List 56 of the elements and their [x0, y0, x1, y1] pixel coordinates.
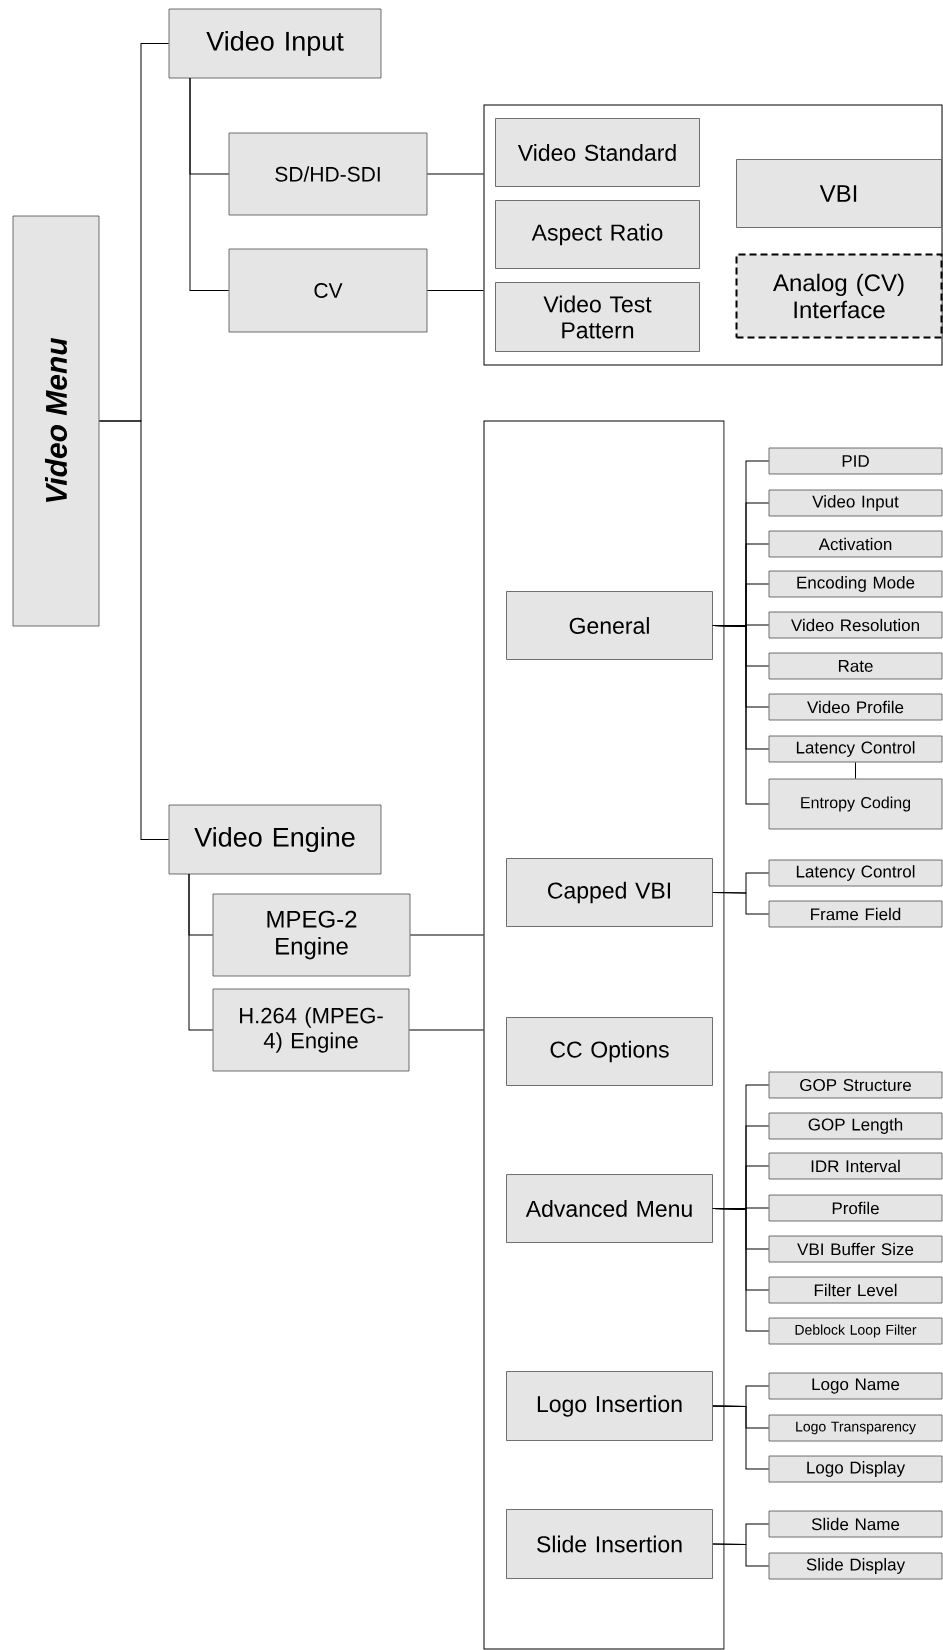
- connector-line: [712, 625, 770, 805]
- menu-box: Video Test Pattern: [495, 282, 700, 352]
- connector-line: [426, 290, 484, 291]
- menu-box: Video Resolution: [768, 611, 943, 639]
- menu-box: MPEG-2 Engine: [212, 893, 411, 977]
- menu-box: Logo Transparency: [768, 1414, 943, 1442]
- connector-line: [712, 1405, 770, 1470]
- menu-box: Encoding Mode: [768, 570, 943, 598]
- connector-line: [98, 420, 170, 840]
- menu-box: Video Engine: [168, 804, 382, 875]
- connector-line: [409, 934, 484, 936]
- menu-box: Frame Field: [768, 900, 943, 928]
- menu-box: Latency Control: [768, 735, 943, 763]
- connector-line: [855, 761, 856, 780]
- menu-box: Slide Display: [768, 1552, 943, 1580]
- menu-box: Slide Name: [768, 1510, 943, 1538]
- menu-box: PID: [768, 447, 943, 475]
- menu-box: Logo Name: [768, 1372, 943, 1400]
- connector-line: [712, 892, 770, 915]
- menu-box: Slide Insertion: [506, 1509, 713, 1579]
- connector-line: [408, 1029, 484, 1031]
- menu-box: Rate: [768, 652, 943, 680]
- connector-line: [188, 873, 214, 1031]
- connector-line: [189, 77, 230, 291]
- menu-box: Profile: [768, 1194, 943, 1222]
- menu-box: Capped VBI: [506, 858, 713, 927]
- menu-box: IDR Interval: [768, 1152, 943, 1180]
- menu-box: GOP Length: [768, 1112, 943, 1140]
- menu-box: Advanced Menu: [506, 1174, 713, 1243]
- menu-box: Video Input: [168, 8, 382, 79]
- menu-box: Video Menu: [12, 215, 100, 627]
- menu-box: H.264 (MPEG-4) Engine: [212, 988, 410, 1072]
- menu-box: CC Options: [506, 1017, 713, 1086]
- menu-box: Filter Level: [768, 1276, 943, 1304]
- menu-box: VBI: [736, 159, 942, 228]
- menu-box: Entropy Coding: [768, 778, 943, 830]
- menu-box: Deblock Loop Filter: [768, 1317, 943, 1345]
- menu-box: Logo Insertion: [506, 1371, 713, 1441]
- menu-box: SD/HD-SDI: [228, 132, 428, 216]
- connector-line: [712, 1208, 770, 1332]
- menu-box: Video Input: [768, 489, 943, 517]
- menu-box: Logo Display: [768, 1455, 943, 1483]
- menu-box: General: [506, 591, 713, 660]
- menu-box: Aspect Ratio: [495, 200, 700, 269]
- connector-line: [712, 1543, 770, 1567]
- panel-frame: [483, 420, 725, 1650]
- connector-line: [426, 173, 484, 175]
- menu-box: VBI Buffer Size: [768, 1235, 943, 1263]
- menu-box: Analog (CV) Interface: [735, 253, 943, 339]
- menu-box: Video Profile: [768, 693, 943, 721]
- panel-frame: [483, 104, 943, 366]
- menu-box: CV: [228, 248, 428, 333]
- menu-box: Video Standard: [495, 118, 700, 187]
- menu-box: Activation: [768, 530, 943, 558]
- menu-box: Latency Control: [768, 859, 943, 887]
- menu-box: GOP Structure: [768, 1071, 943, 1099]
